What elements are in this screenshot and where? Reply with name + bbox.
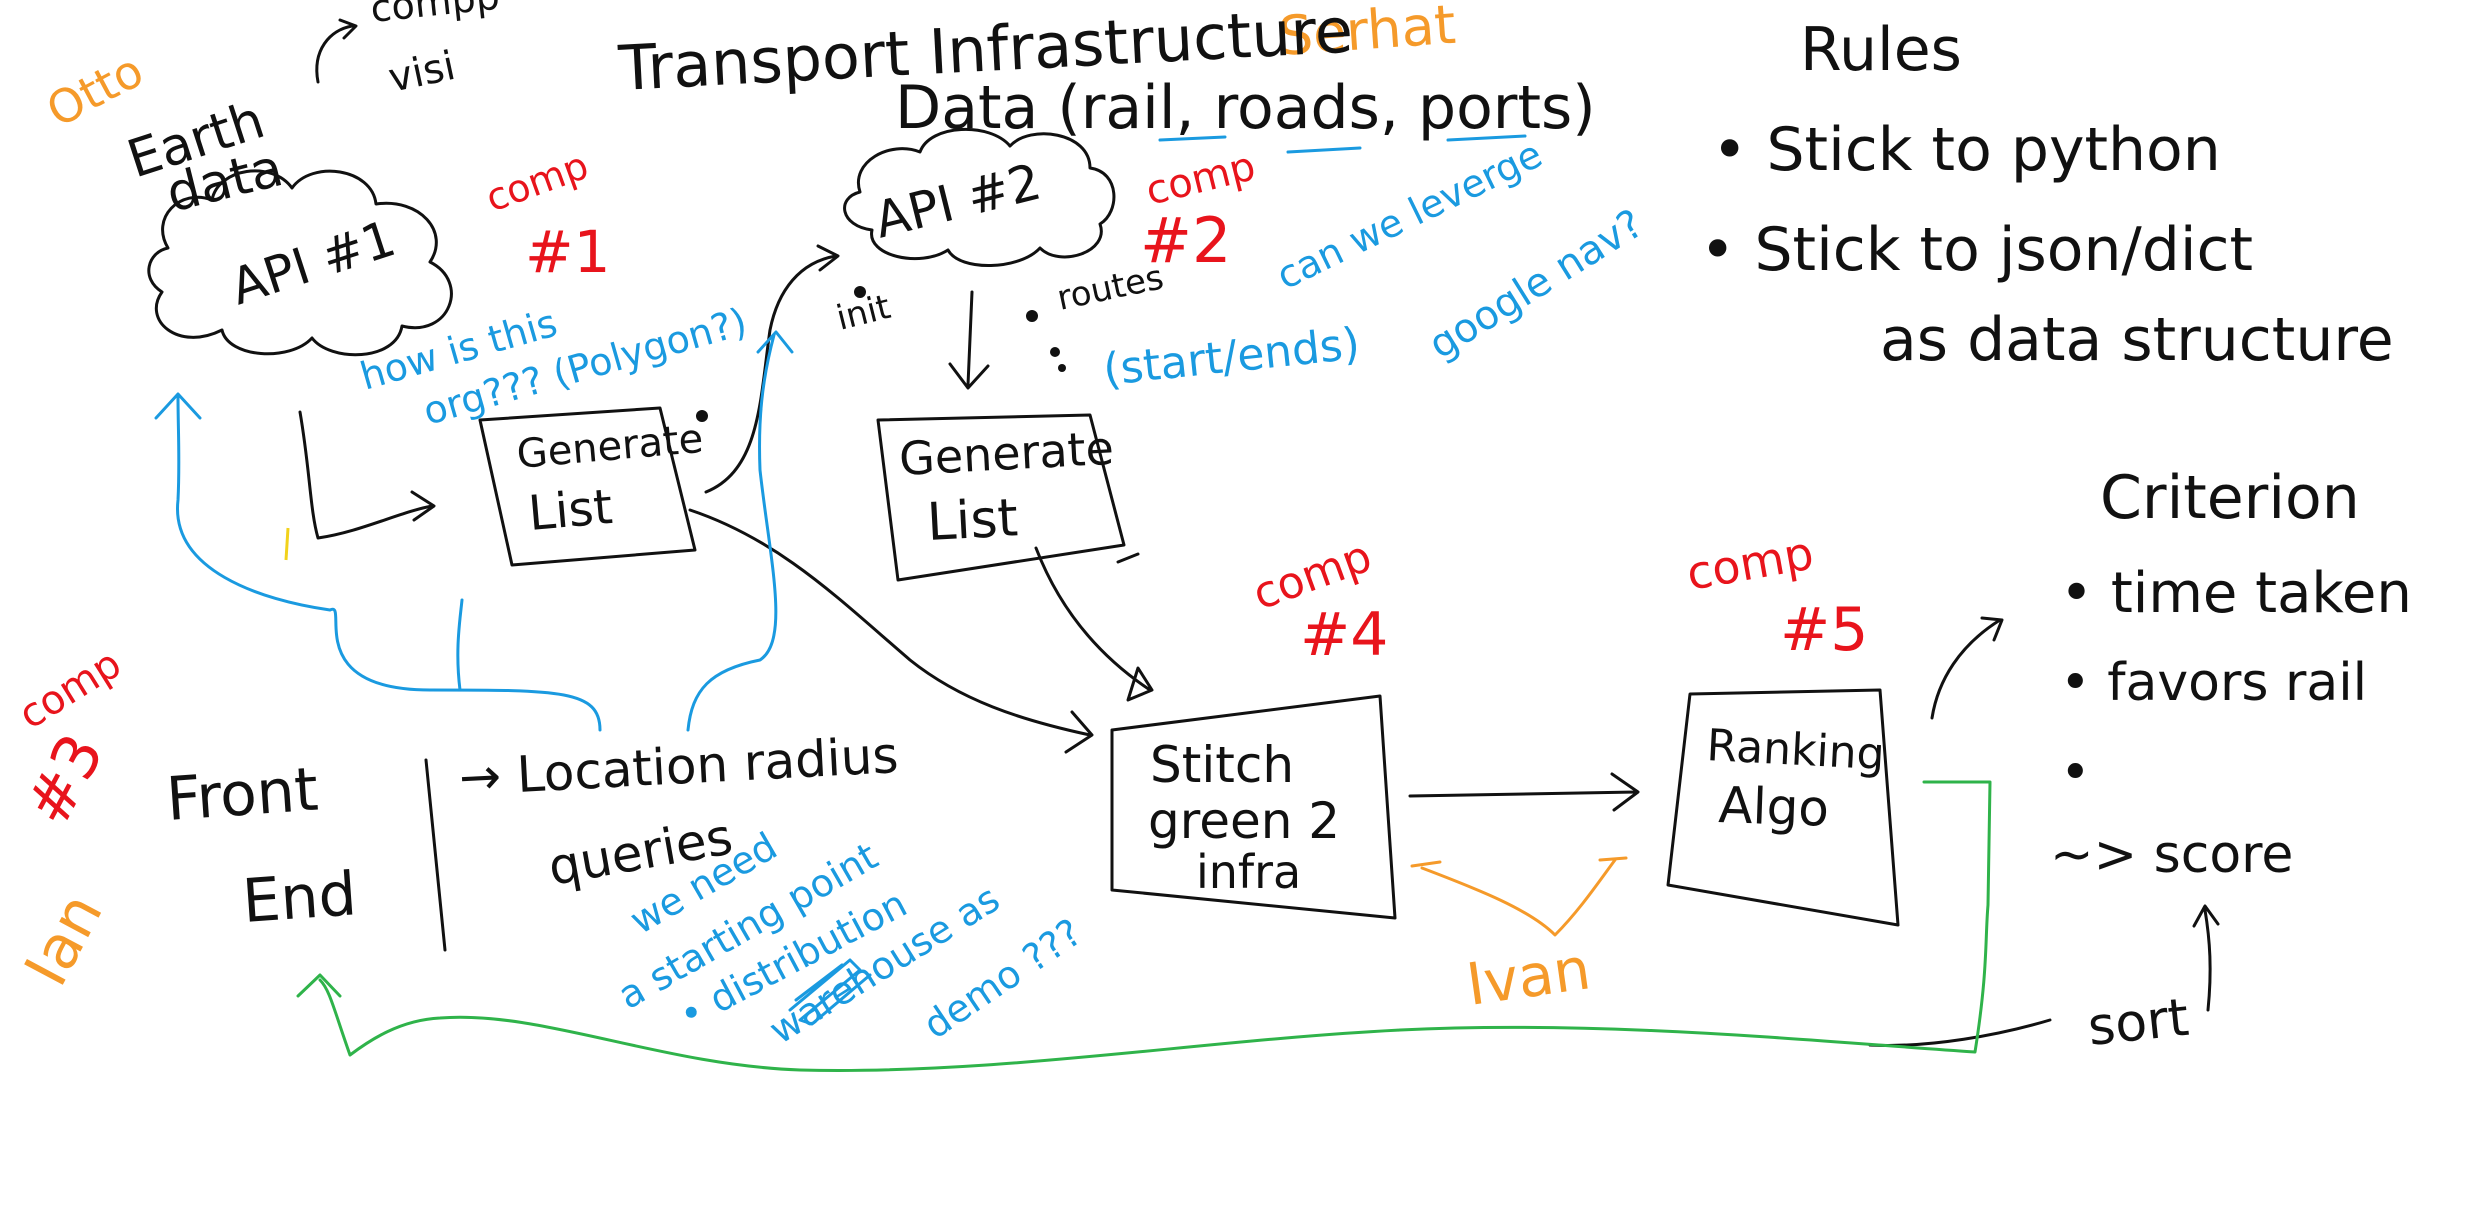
svg-text:infra: infra [1196, 845, 1301, 899]
api2-dot-2 [1058, 364, 1066, 372]
transport-underline-3 [1446, 134, 1527, 142]
api2-bullet-init [854, 286, 866, 298]
gen-list-1-dot [696, 410, 708, 422]
criterion-score: ~> score [2050, 825, 2293, 885]
criterion-item-3: • [2060, 743, 2091, 803]
api2-init-label: init [833, 287, 895, 339]
loop-ranking-to-frontend [296, 780, 1992, 1072]
arrow-earth-to-list1 [298, 410, 436, 540]
owner-ivan: Ivan [1462, 934, 1594, 1019]
queries-line-1: → Location radius [458, 726, 900, 807]
earth-aside-arrow [315, 18, 358, 84]
arrow-list1-to-stitch [688, 508, 1094, 754]
api2-cloud: API #2 [843, 128, 1116, 267]
svg-text:comp: comp [11, 641, 129, 739]
rules-panel: Rules • Stick to python • Stick to json/… [1700, 15, 2394, 375]
arrow-ranking-to-criterion [1930, 616, 2004, 720]
criterion-item-2: • favors rail [2060, 653, 2367, 713]
arrow-frontend-to-list1 [456, 598, 464, 692]
arrow-list1-to-api2 [704, 244, 840, 494]
mark-yellow [284, 527, 290, 561]
api2-label: API #2 [869, 153, 1047, 250]
rules-title: Rules [1800, 15, 1962, 85]
note-leverage-2: google nav? [1421, 201, 1651, 369]
rules-item-1: • Stick to python [1712, 115, 2221, 185]
arrow-list2-to-stitch [1034, 546, 1154, 702]
arrow-frontend-to-api1 [154, 392, 602, 732]
arrow-api2-to-list2 [948, 290, 990, 390]
api1-cloud: API #1 [147, 169, 453, 357]
earth-aside-1: compp [368, 0, 501, 31]
criterion-item-1: • time taken [2060, 561, 2412, 626]
note-leverage-1: can we leverge [1270, 132, 1549, 298]
rules-item-2b: as data structure [1880, 305, 2394, 375]
svg-text:#2: #2 [1140, 204, 1231, 277]
arrow-frontend-to-api2 [686, 330, 794, 732]
svg-text:End: End [240, 859, 359, 937]
svg-text:Algo: Algo [1718, 776, 1830, 838]
svg-text:Stitch: Stitch [1150, 736, 1294, 794]
rules-item-2a: • Stick to json/dict [1700, 215, 2253, 285]
transport-subtitle: Data (rail, roads, ports) [895, 73, 1596, 143]
note-start-ends: (start/ends) [1101, 318, 1362, 396]
criterion-panel: Criterion • time taken • favors rail • ~… [2050, 463, 2412, 1058]
ranking-node: Ranking Algo [1666, 688, 1900, 927]
arrow-stitch-to-ranking [1408, 772, 1640, 812]
criterion-sort-arrow [2192, 904, 2220, 1012]
criterion-title: Criterion [2100, 463, 2360, 533]
api2-routes-label: routes [1054, 257, 1168, 318]
generate-list-2-node: Generate List [876, 413, 1126, 582]
transport-underline-2 [1286, 146, 1362, 154]
svg-text:List: List [926, 488, 1020, 553]
svg-text:green 2: green 2 [1148, 792, 1340, 850]
svg-text:comp: comp [480, 143, 594, 220]
svg-text:Ranking: Ranking [1705, 720, 1885, 780]
comp5-tag: comp #5 [1683, 526, 1869, 665]
owner-ian: Ian [11, 883, 116, 998]
svg-text:comp: comp [1683, 526, 1818, 601]
svg-text:Front: Front [164, 755, 320, 835]
frontend-node: Front End [164, 755, 447, 952]
note-scribble [788, 958, 872, 1026]
svg-text:#5: #5 [1780, 595, 1868, 665]
comp1-tag: comp #1 [480, 143, 610, 286]
api2-dot [1050, 347, 1060, 357]
criterion-sort: sort [2085, 988, 2191, 1058]
generate-list-1-node: Generate List [478, 406, 705, 567]
stitch-node: Stitch green 2 infra [1110, 694, 1397, 920]
svg-text:#1: #1 [525, 218, 611, 286]
ivan-bracket [1410, 856, 1628, 937]
api2-bullet-routes [1026, 310, 1038, 322]
transport-underline-1 [1158, 135, 1227, 142]
svg-text:List: List [526, 479, 614, 542]
api1-label: API #1 [224, 209, 402, 316]
stroke-sort-tail [1868, 1018, 2052, 1047]
comp4-tag: comp #4 [1246, 531, 1388, 670]
owner-serhat: Serhat [1277, 0, 1458, 68]
comp3-tag: comp #3 [11, 641, 129, 837]
earth-aside-2: visi [385, 43, 460, 102]
owner-otto: Otto [38, 43, 152, 138]
gen-list-2-mark [1116, 552, 1140, 564]
svg-text:Generate: Generate [898, 421, 1115, 486]
svg-text:#4: #4 [1300, 600, 1388, 670]
svg-text:#3: #3 [11, 722, 118, 837]
